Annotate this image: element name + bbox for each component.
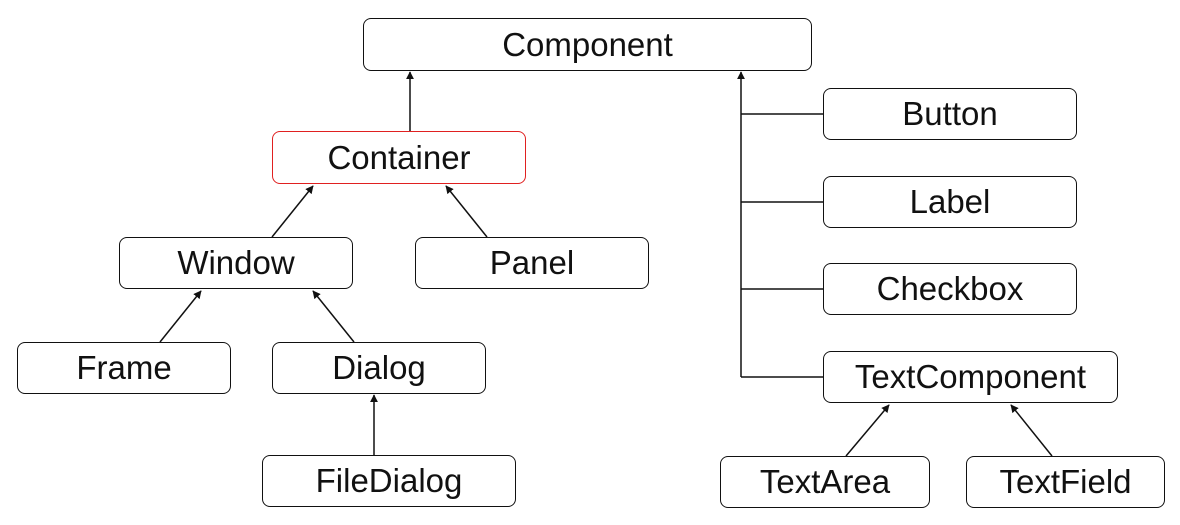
node-panel: Panel: [415, 237, 649, 289]
node-frame: Frame: [17, 342, 231, 394]
node-component: Component: [363, 18, 812, 71]
edge-textarea-textcomponent: [845, 404, 890, 457]
edge-textfield-textcomponent: [1010, 404, 1053, 457]
node-textfield: TextField: [966, 456, 1165, 508]
edge-window-container: [271, 185, 314, 238]
node-textcomponent: TextComponent: [823, 351, 1118, 403]
edge-frame-window: [159, 290, 202, 343]
edge-dialog-window: [312, 290, 355, 343]
node-button: Button: [823, 88, 1077, 140]
node-checkbox: Checkbox: [823, 263, 1077, 315]
node-filedialog: FileDialog: [262, 455, 516, 507]
node-container: Container: [272, 131, 526, 184]
node-dialog: Dialog: [272, 342, 486, 394]
edge-panel-container: [445, 185, 488, 238]
node-textarea: TextArea: [720, 456, 930, 508]
node-window: Window: [119, 237, 353, 289]
node-label: Label: [823, 176, 1077, 228]
